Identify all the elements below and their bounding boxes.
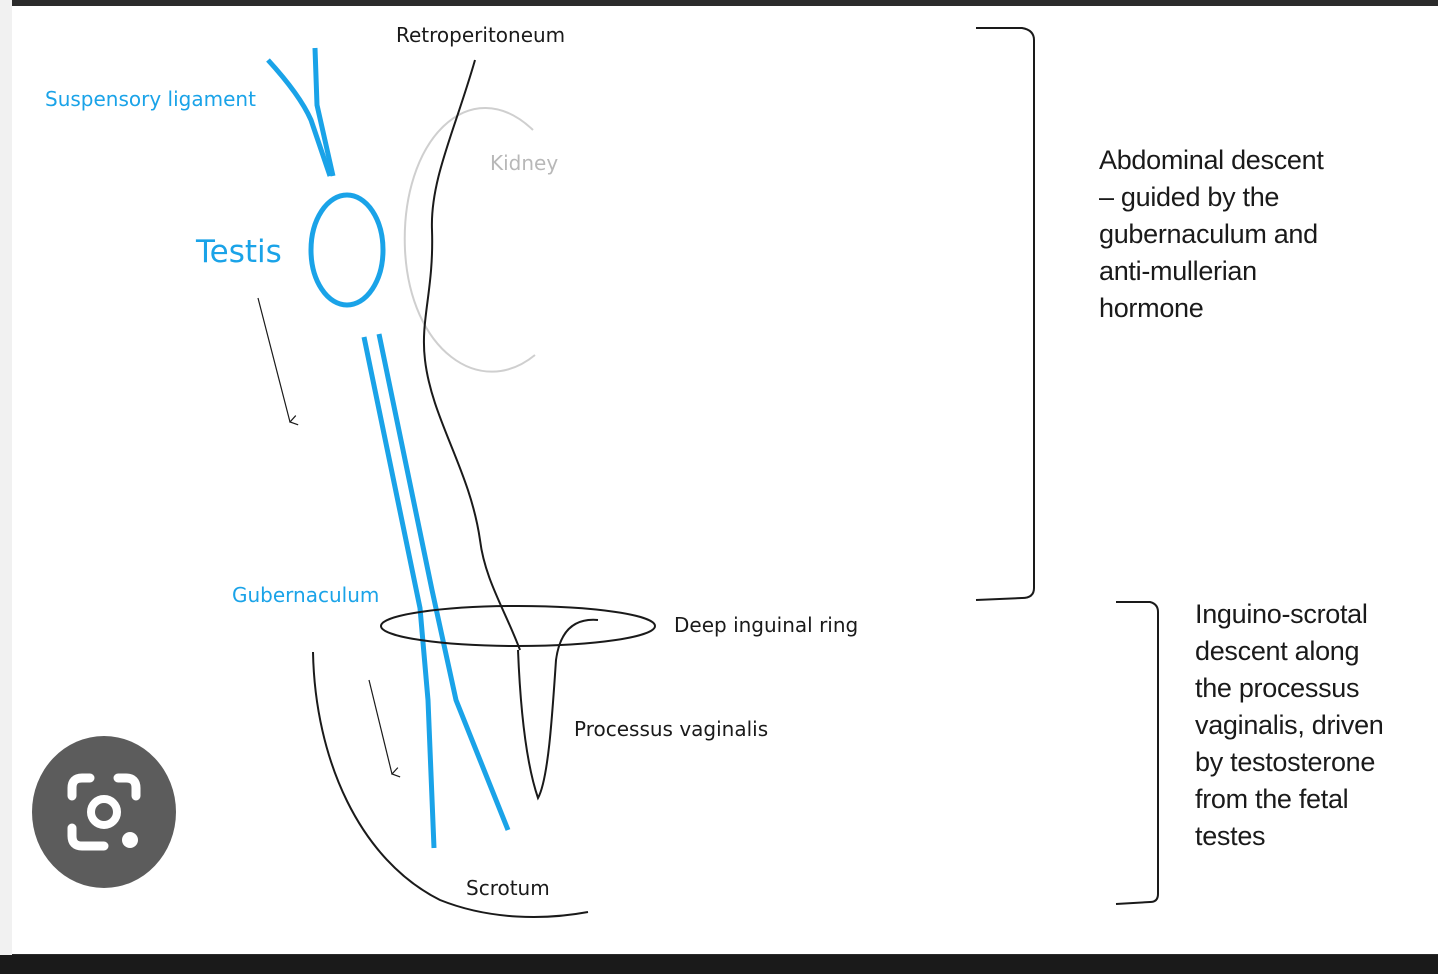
- gubernaculum-line-right: [379, 334, 508, 830]
- inguino-scrotal-line: vaginalis, driven: [1195, 707, 1384, 744]
- inguino-scrotal-line: Inguino-scrotal: [1195, 596, 1384, 633]
- lens-search-button[interactable]: [32, 736, 176, 888]
- label-processus-vaginalis: Processus vaginalis: [574, 717, 768, 741]
- camera-lens-icon: [32, 736, 176, 888]
- inguino-scrotal-line: from the fetal: [1195, 781, 1384, 818]
- label-retroperitoneum: Retroperitoneum: [396, 23, 565, 47]
- abdominal-descent-line: Abdominal descent: [1099, 142, 1324, 179]
- inguino-scrotal-line: descent along: [1195, 633, 1384, 670]
- abdominal-descent-line: – guided by the: [1099, 179, 1324, 216]
- abdominal-descent-text: Abdominal descent – guided by the gubern…: [1099, 142, 1324, 327]
- abdominal-descent-bracket: [976, 28, 1034, 600]
- descent-arrow-upper: [258, 298, 290, 422]
- inguino-scrotal-line: the processus: [1195, 670, 1384, 707]
- label-scrotum: Scrotum: [466, 876, 550, 900]
- retroperitoneum-line: [424, 60, 520, 650]
- label-deep-inguinal-ring: Deep inguinal ring: [674, 613, 858, 637]
- descent-arrow-lower: [369, 680, 392, 774]
- inguino-scrotal-line: testes: [1195, 818, 1384, 855]
- label-gubernaculum: Gubernaculum: [232, 583, 379, 607]
- abdominal-descent-line: anti-mullerian: [1099, 253, 1324, 290]
- bottom-bar: [0, 955, 1438, 974]
- label-kidney: Kidney: [490, 151, 558, 175]
- inguino-scrotal-bracket: [1116, 602, 1158, 904]
- label-testis: Testis: [195, 234, 282, 270]
- abdominal-descent-line: hormone: [1099, 290, 1324, 327]
- inguino-scrotal-descent-text: Inguino-scrotal descent along the proces…: [1195, 596, 1384, 855]
- abdominal-descent-line: gubernaculum and: [1099, 216, 1324, 253]
- testis-shape: [311, 195, 383, 305]
- inguino-scrotal-line: by testosterone: [1195, 744, 1384, 781]
- label-suspensory-ligament: Suspensory ligament: [45, 87, 256, 111]
